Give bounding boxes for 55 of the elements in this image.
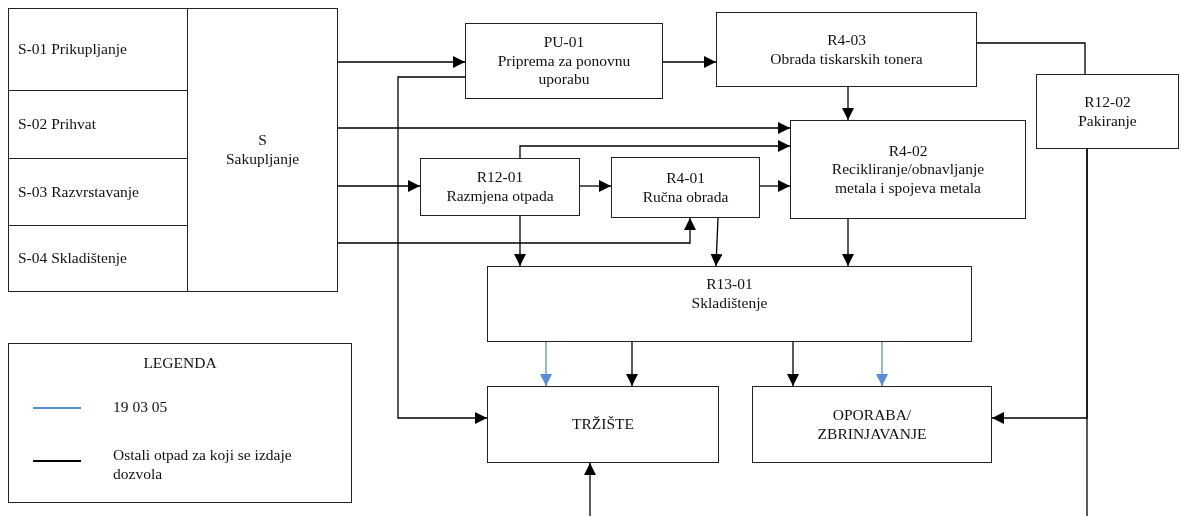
arrow — [540, 341, 552, 387]
process-box — [8, 225, 188, 292]
arrow — [759, 180, 791, 192]
arrow — [842, 86, 854, 121]
box-label: Razmjena otpada — [446, 187, 554, 206]
box-label: R4-02 — [888, 141, 928, 161]
arrow — [710, 217, 723, 267]
box-label: Priprema za ponovnu uporabu — [496, 51, 632, 89]
process-box — [611, 157, 760, 218]
box-label: R12-02 — [1084, 92, 1131, 112]
box-label: S-01 Prikupljanje — [18, 40, 127, 59]
legend-text: Ostali otpad za koji se izdaje dozvola — [113, 446, 293, 484]
box-label: R12-01 — [476, 168, 524, 187]
arrow — [662, 56, 717, 68]
process-box — [1036, 74, 1179, 149]
process-box — [790, 120, 1026, 219]
box-label: Ručna obrada — [642, 187, 729, 207]
box-label: S-02 Prihvat — [18, 115, 96, 134]
process-box — [187, 8, 338, 292]
arrow — [626, 341, 638, 387]
process-box — [8, 8, 188, 91]
arrow — [579, 180, 612, 192]
box-label: Sakupljanje — [225, 150, 300, 169]
arrow — [337, 180, 421, 192]
arrow — [514, 215, 526, 267]
process-box — [752, 386, 992, 463]
box-label: R4-01 — [666, 168, 705, 188]
arrow — [397, 76, 488, 424]
box-label: OPORABA/ ZBRINJAVANJE — [817, 405, 927, 444]
arrow — [337, 122, 791, 134]
arrow — [519, 140, 791, 159]
box-label: TRŽIŠTE — [572, 415, 634, 434]
process-box — [420, 158, 580, 216]
process-box — [716, 12, 977, 87]
box-label: S-03 Razvrstavanje — [18, 182, 139, 202]
process-box — [487, 386, 719, 463]
process-box — [465, 23, 663, 99]
box-label: S-04 Skladištenje — [18, 249, 127, 268]
box-label: S — [258, 131, 267, 150]
arrow — [337, 217, 696, 244]
arrow — [787, 341, 799, 387]
arrow — [584, 462, 596, 516]
box-label: R4-03 — [827, 30, 866, 50]
box-label: Pakiranje — [1078, 111, 1137, 131]
box-label: Recikliranje/obnavljanje metala i spojeva metala — [830, 160, 986, 198]
legend-text: 19 03 05 — [113, 398, 169, 417]
box-label: Obrada tiskarskih tonera — [770, 49, 923, 69]
legend-title: LEGENDA — [142, 354, 218, 373]
box-label: R13-01 — [706, 275, 753, 294]
box-label: PU-01 — [543, 33, 585, 52]
process-box — [487, 266, 972, 342]
arrow — [842, 218, 854, 267]
arrow — [337, 56, 466, 68]
box-label: Skladištenje — [691, 293, 768, 313]
arrow — [876, 341, 888, 387]
